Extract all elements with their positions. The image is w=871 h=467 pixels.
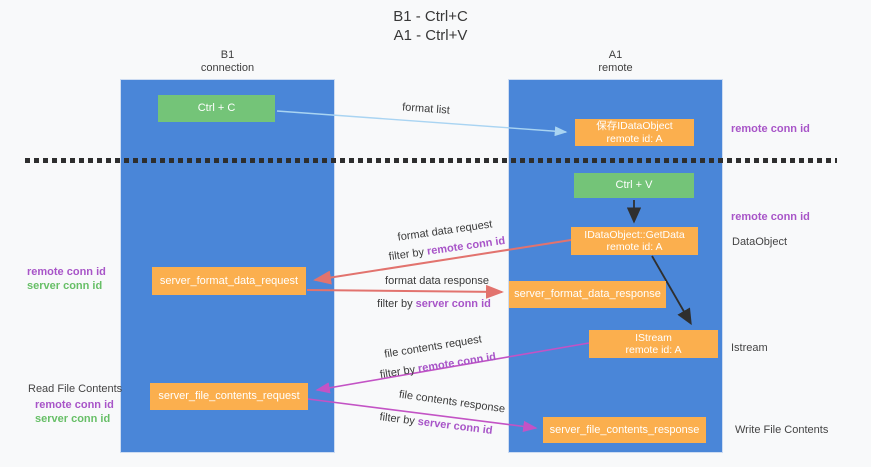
remote-conn-id-text: remote conn id (417, 350, 497, 376)
left-remote-conn-id-bottom: remote conn id (35, 399, 114, 411)
server-file-contents-request-box: server_file_contents_request (150, 383, 308, 410)
right-remote-conn-id-top: remote conn id (731, 123, 810, 135)
right-remote-conn-id-mid: remote conn id (731, 211, 810, 223)
istream-line1: IStream (635, 331, 672, 344)
lane-header-b1: B1 connection (120, 49, 335, 75)
server-conn-id-text: server conn id (415, 298, 491, 310)
left-server-conn-id-bottom: server conn id (35, 413, 111, 425)
server-conn-id-text: server conn id (417, 415, 494, 437)
server-file-contents-response-label: server_file_contents_response (549, 423, 700, 436)
ctrl-v-label: Ctrl + V (615, 179, 653, 191)
format-data-response-label: format data response (385, 275, 489, 287)
server-file-contents-request-label: server_file_contents_request (158, 390, 300, 402)
file-contents-response-label: file contents response (398, 388, 506, 416)
diagram-title: B1 - Ctrl+C A1 - Ctrl+V (0, 7, 861, 45)
lane-a1-name: A1 (608, 49, 623, 61)
ctrl-c-box: Ctrl + C (158, 95, 275, 122)
lane-a1-subtitle: remote (598, 62, 633, 74)
idataobject-getdata-box: IDataObject::GetData remote id: A (571, 227, 698, 255)
getdata-line1: IDataObject::GetData (584, 228, 685, 241)
format-data-response-arrow (306, 284, 504, 299)
phase-separator-dashed-line (25, 158, 837, 163)
filter-by-text: filter by (379, 363, 417, 382)
remote-conn-id-text: remote conn id (426, 234, 506, 258)
getdata-line2: remote id: A (606, 241, 663, 253)
lane-b1-name: B1 (220, 49, 235, 61)
write-file-contents-annotation: Write File Contents (735, 424, 829, 436)
filter-by-text: filter by (377, 298, 413, 310)
istream-annotation: Istream (731, 342, 768, 354)
server-format-data-response-box: server_format_data_response (509, 281, 666, 308)
server-format-data-request-label: server_format_data_request (159, 274, 299, 287)
server-file-contents-response-box: server_file_contents_response (543, 417, 706, 443)
filter-by-server-conn-id-label-format: filter by server conn id (377, 298, 491, 310)
left-remote-conn-id-mid: remote conn id (27, 266, 106, 278)
filter-by-server-conn-id-label-file: filter by server conn id (379, 411, 493, 437)
server-format-data-response-label: server_format_data_response (514, 288, 661, 300)
format-list-label: format list (401, 101, 451, 117)
lane-b1-subtitle: connection (200, 62, 255, 74)
left-server-conn-id-mid: server conn id (27, 280, 103, 292)
save-idataobject-line2: remote id: A (606, 132, 663, 145)
save-idataobject-box: 保存IDataObject remote id: A (575, 119, 694, 146)
title-line-1: B1 - Ctrl+C (393, 8, 468, 25)
istream-line2: remote id: A (625, 344, 682, 356)
server-format-data-request-box: server_format_data_request (152, 267, 306, 295)
title-line-2: A1 - Ctrl+V (393, 27, 468, 44)
ctrl-v-box: Ctrl + V (574, 173, 694, 198)
ctrl-c-label: Ctrl + C (197, 102, 236, 114)
lane-header-a1: A1 remote (508, 49, 723, 75)
read-file-contents-annotation: Read File Contents (28, 383, 123, 395)
filter-by-text: filter by (378, 411, 416, 428)
dataobject-annotation: DataObject (732, 236, 788, 248)
istream-box: IStream remote id: A (589, 330, 718, 358)
filter-by-text: filter by (388, 246, 425, 264)
save-idataobject-line1: 保存IDataObject (596, 120, 673, 132)
